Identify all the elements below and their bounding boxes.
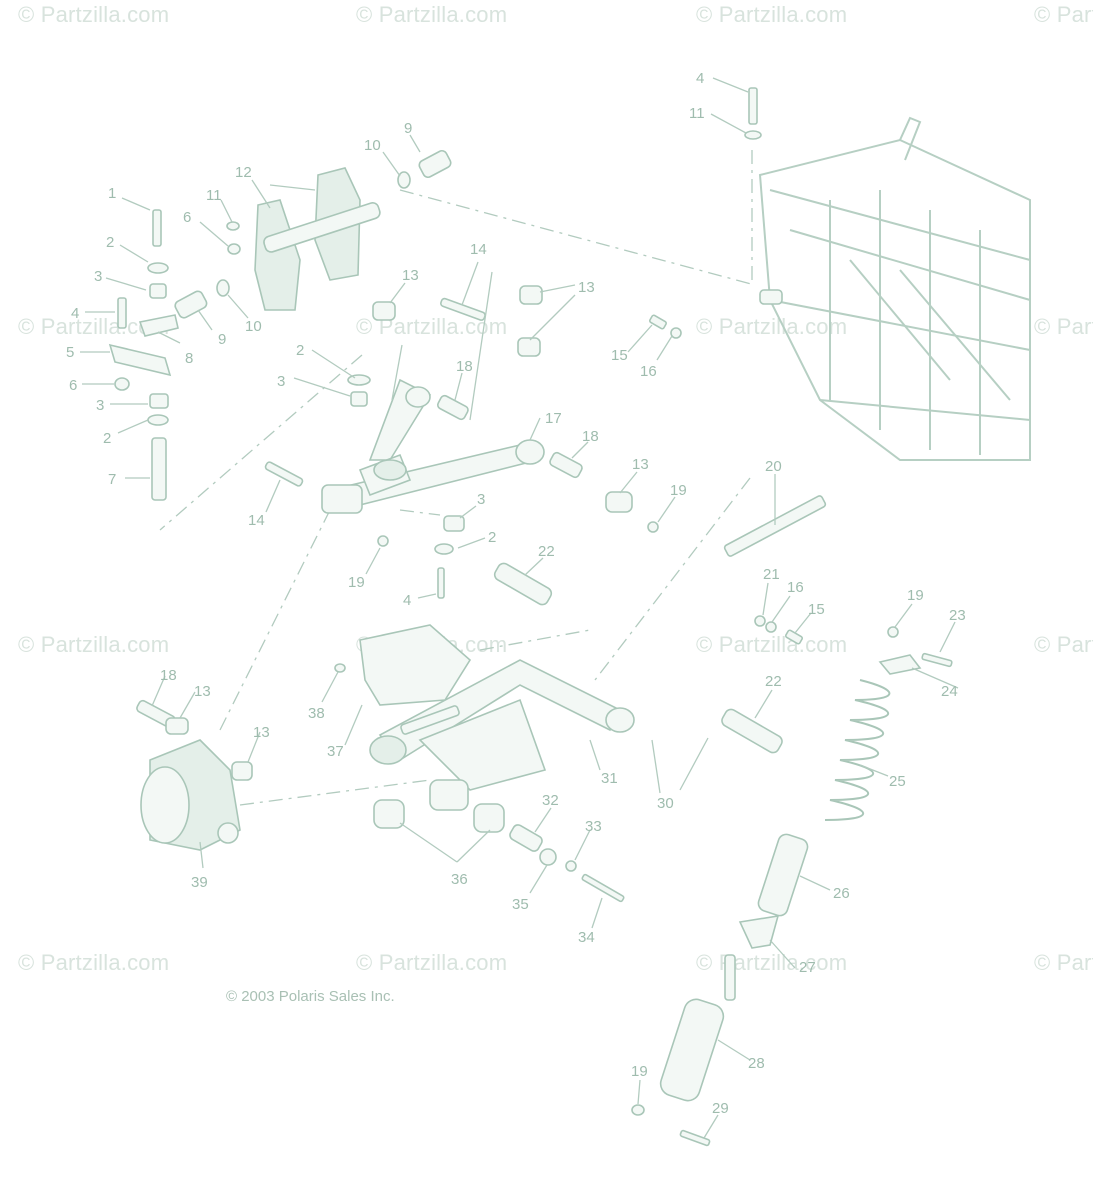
watermark: © Partzilla.com: [356, 950, 508, 975]
callout-10: 10: [364, 137, 381, 154]
watermark: © Partzilla.com: [696, 950, 848, 975]
watermark: © Partzilla.com: [1034, 632, 1093, 657]
watermark: © Partzilla.com: [18, 632, 170, 657]
watermark: © Partzilla.com: [1034, 2, 1093, 27]
assembly-line: [594, 477, 751, 681]
callout-15: 15: [808, 601, 825, 618]
callout-9: 9: [404, 120, 412, 137]
assembly-line: [399, 189, 756, 286]
assembly-line: [219, 509, 331, 731]
assembly-line: [399, 509, 441, 516]
copyright-notice: © 2003 Polaris Sales Inc.: [226, 988, 395, 1005]
callout-14: 14: [248, 512, 265, 529]
callouts: 1 2 3 4 5 6 3 2 7 6 11 12 10 9 9 10 8 4 …: [66, 70, 966, 1117]
callout-38: 38: [308, 705, 325, 722]
callout-33: 33: [585, 818, 602, 835]
watermark: © Partzilla.com: [696, 2, 848, 27]
callout-34: 34: [578, 929, 595, 946]
callout-28: 28: [748, 1055, 765, 1072]
right-parts: [631, 495, 953, 1147]
callout-14: 14: [470, 241, 487, 258]
callout-1: 1: [108, 185, 116, 202]
callout-19: 19: [907, 587, 924, 604]
callout-29: 29: [712, 1100, 729, 1117]
callout-13: 13: [194, 683, 211, 700]
callout-22: 22: [765, 673, 782, 690]
leader-lines: [80, 77, 959, 1139]
watermark: © Partzilla.com: [1034, 314, 1093, 339]
callout-13: 13: [402, 267, 419, 284]
callout-3: 3: [96, 397, 104, 414]
watermark: © Partzilla.com: [696, 632, 848, 657]
callout-24: 24: [941, 683, 958, 700]
callout-4: 4: [403, 592, 411, 609]
watermark: © Partzilla.com: [1034, 950, 1093, 975]
callout-7: 7: [108, 471, 116, 488]
callout-35: 35: [512, 896, 529, 913]
callout-18: 18: [456, 358, 473, 375]
callout-19: 19: [631, 1063, 648, 1080]
callout-4: 4: [71, 305, 79, 322]
callout-3: 3: [477, 491, 485, 508]
callout-4: 4: [696, 70, 704, 87]
callout-13: 13: [578, 279, 595, 296]
upper-left-parts: [108, 87, 762, 501]
callout-17: 17: [545, 410, 562, 427]
callout-2: 2: [296, 342, 304, 359]
callout-16: 16: [640, 363, 657, 380]
callout-22: 22: [538, 543, 555, 560]
callout-36: 36: [451, 871, 468, 888]
callout-39: 39: [191, 874, 208, 891]
callout-26: 26: [833, 885, 850, 902]
callout-32: 32: [542, 792, 559, 809]
callout-25: 25: [889, 773, 906, 790]
callout-5: 5: [66, 344, 74, 361]
callout-11: 11: [206, 187, 222, 204]
callout-6: 6: [69, 377, 77, 394]
callout-19: 19: [670, 482, 687, 499]
watermark: © Partzilla.com: [18, 2, 170, 27]
callout-30: 30: [657, 795, 674, 812]
callout-21: 21: [763, 566, 780, 583]
watermark: © Partzilla.com: [18, 950, 170, 975]
callout-31: 31: [601, 770, 618, 787]
callout-12: 12: [235, 164, 252, 181]
upper-a-arm: [264, 285, 682, 606]
callout-3: 3: [277, 373, 285, 390]
callout-2: 2: [106, 234, 114, 251]
callout-3: 3: [94, 268, 102, 285]
watermark: © Partzilla.com: [696, 314, 848, 339]
callout-13: 13: [632, 456, 649, 473]
callout-13: 13: [253, 724, 270, 741]
callout-11: 11: [689, 105, 705, 122]
callout-18: 18: [160, 667, 177, 684]
callout-6: 6: [183, 209, 191, 226]
callout-2: 2: [488, 529, 496, 546]
callout-20: 20: [765, 458, 782, 475]
callout-10: 10: [245, 318, 262, 335]
callout-8: 8: [185, 350, 193, 367]
callout-9: 9: [218, 331, 226, 348]
lower-a-arm: [136, 624, 635, 903]
assembly-line: [239, 779, 431, 806]
callout-37: 37: [327, 743, 344, 760]
callout-19: 19: [348, 574, 365, 591]
callout-2: 2: [103, 430, 111, 447]
callout-16: 16: [787, 579, 804, 596]
callout-15: 15: [611, 347, 628, 364]
callout-18: 18: [582, 428, 599, 445]
assembly-line: [479, 629, 591, 651]
callout-23: 23: [949, 607, 966, 624]
callout-27: 27: [799, 959, 816, 976]
frame-assembly: [758, 116, 1031, 461]
watermark: © Partzilla.com: [356, 2, 508, 27]
